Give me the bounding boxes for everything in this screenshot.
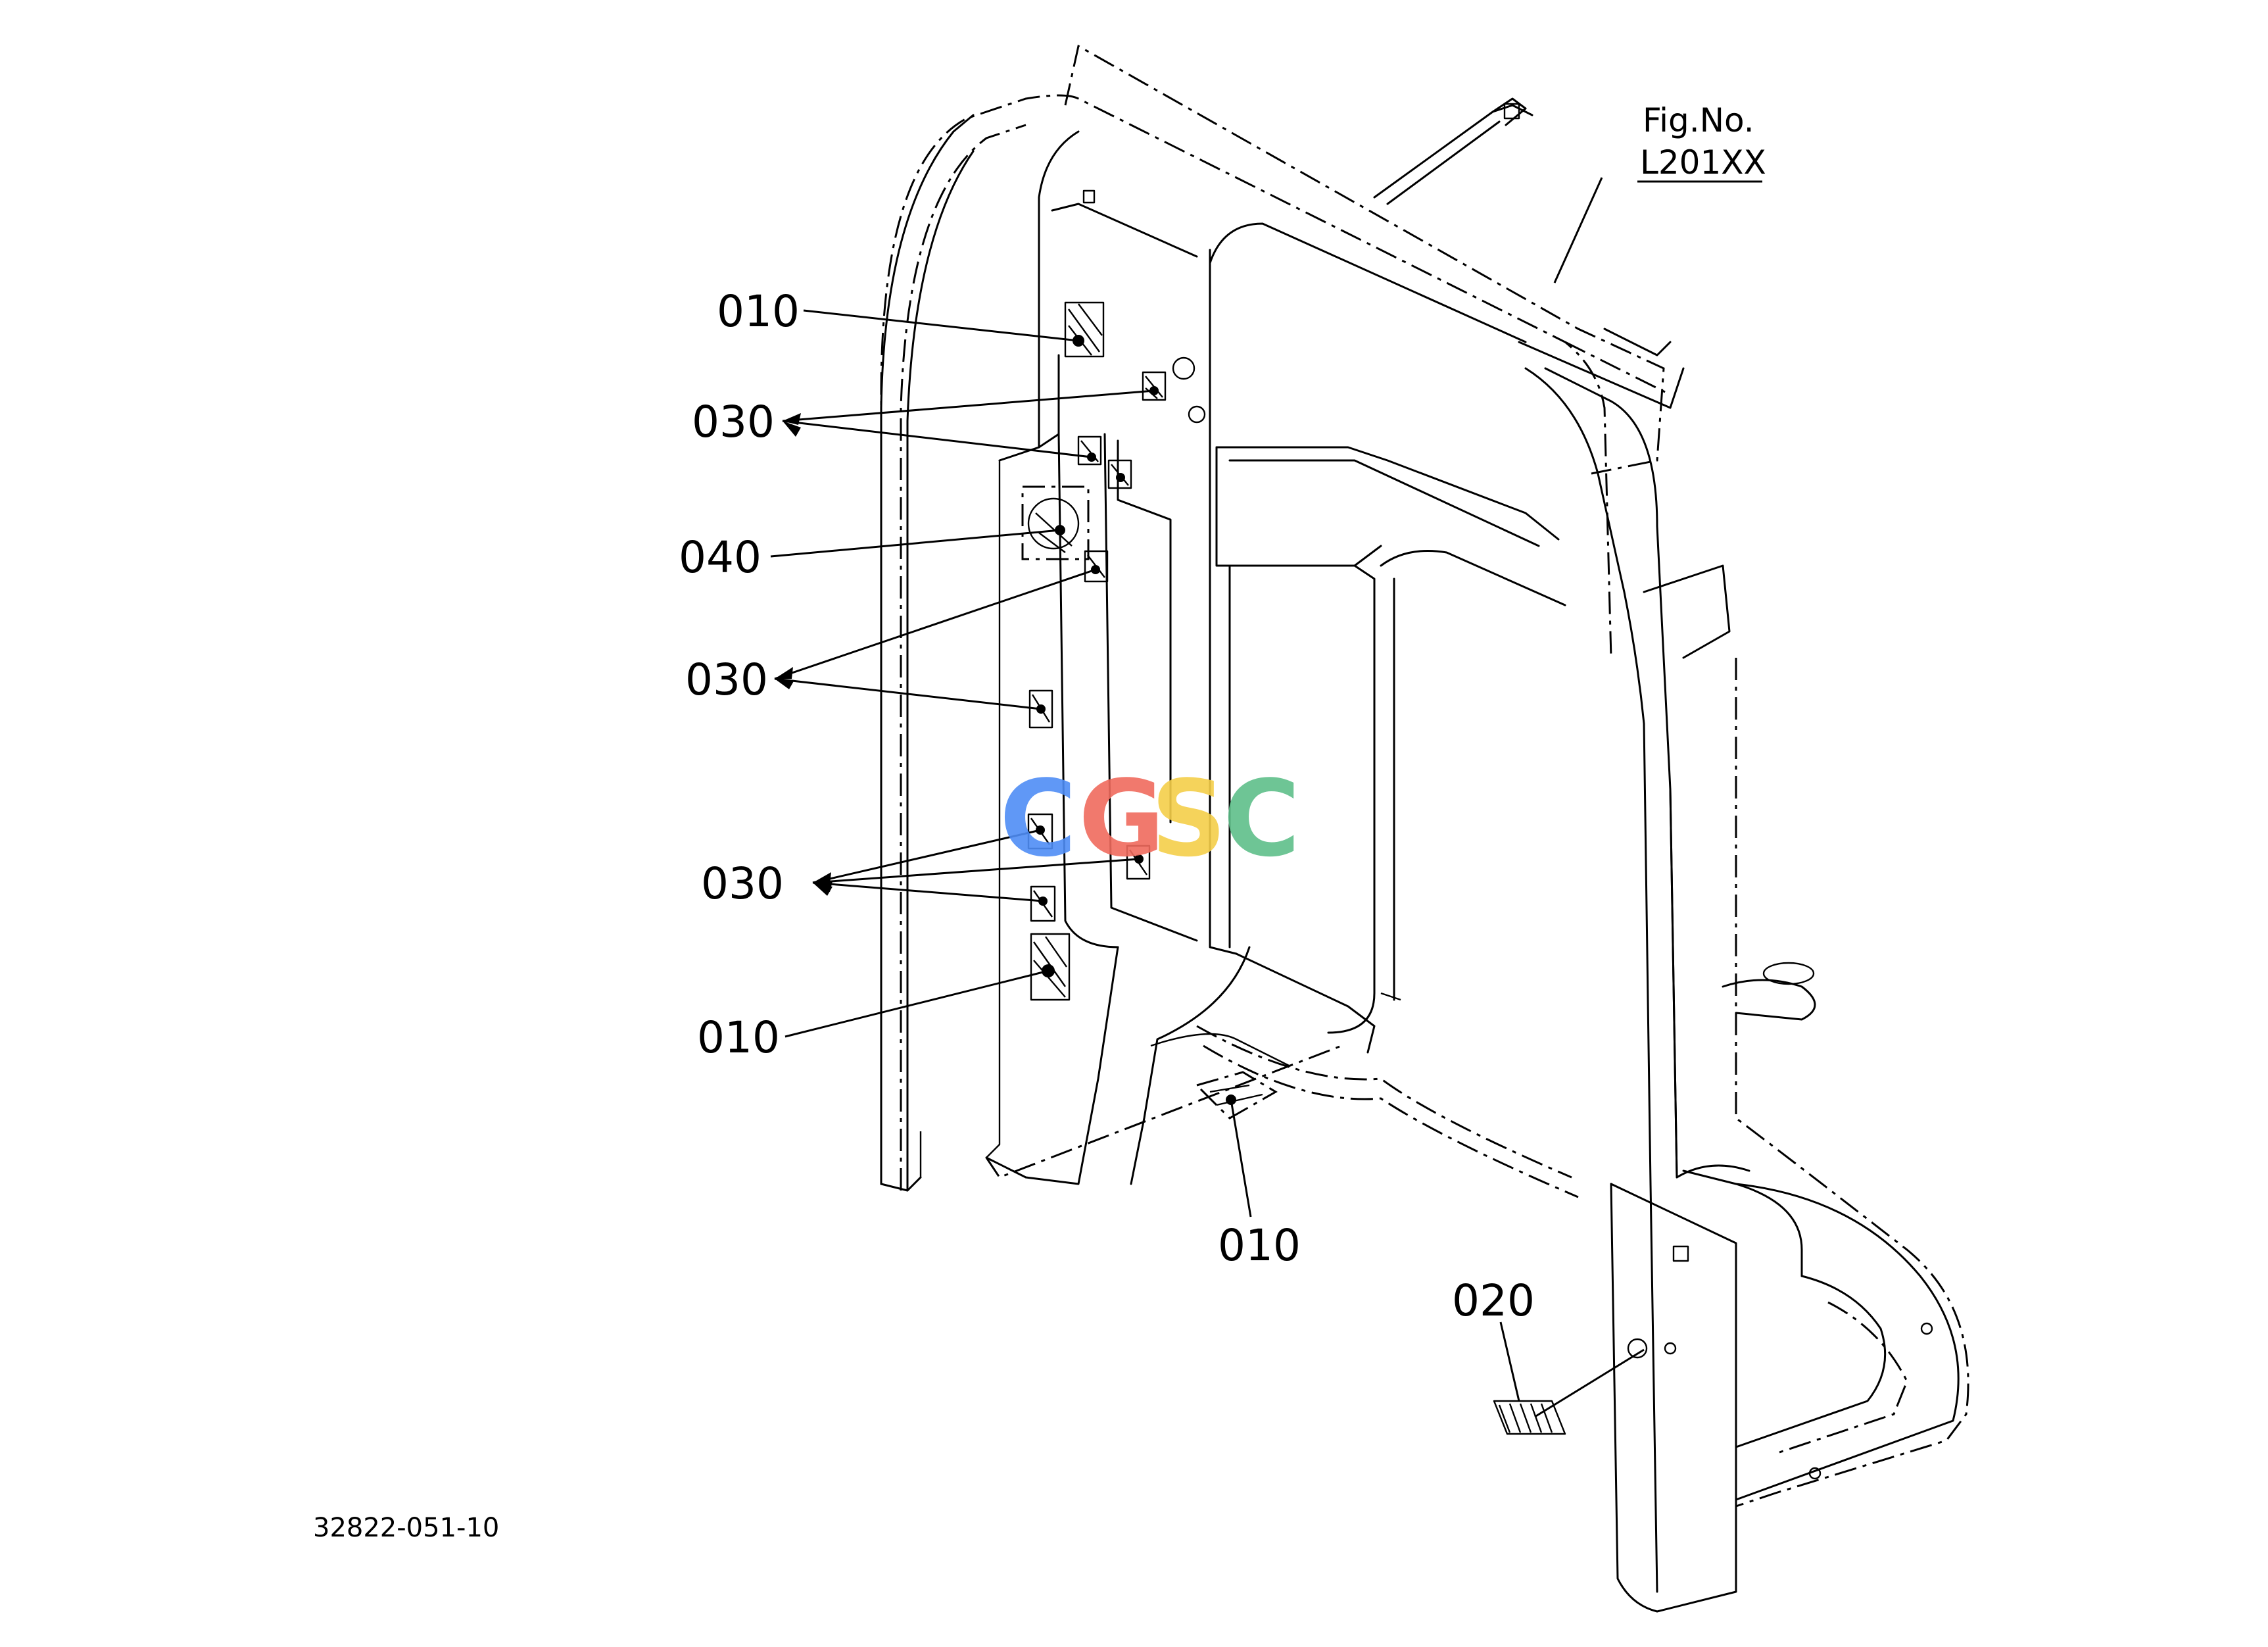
label-patch-010-top xyxy=(1064,301,1105,358)
label-patch-010-mid xyxy=(1030,933,1071,1001)
top-frame-rail xyxy=(1373,97,1816,1021)
bolt-head xyxy=(1672,1245,1689,1262)
label-patch-020 xyxy=(1493,1400,1566,1435)
watermark-letter: S xyxy=(1151,757,1226,880)
callout-labels: 010 030 040 030 030 010 010 020 xyxy=(679,286,1535,1326)
rear-pillar xyxy=(880,114,1001,1192)
callout-010-mid: 010 xyxy=(697,1012,780,1063)
label-patch-030 xyxy=(1107,459,1132,489)
bolt-head xyxy=(1503,103,1520,120)
cabin-frame-outline xyxy=(880,44,1969,1508)
leader-arrowheads xyxy=(775,413,832,896)
mounting-hole xyxy=(1627,1338,1648,1359)
label-patch-010-bottom xyxy=(1195,1071,1278,1119)
document-id: 32822-051-10 xyxy=(313,1513,499,1543)
leader-lines xyxy=(770,177,1762,1418)
label-patch-030 xyxy=(1084,550,1109,583)
mounting-hole xyxy=(1188,405,1206,424)
label-patch-030 xyxy=(1142,371,1167,401)
knob xyxy=(1762,962,1815,985)
label-patch-030 xyxy=(1077,435,1102,466)
callout-040: 040 xyxy=(679,532,761,583)
mounting-hole xyxy=(1664,1342,1677,1355)
mounting-hole xyxy=(1808,1467,1822,1480)
callout-010-bottom: 010 xyxy=(1218,1220,1301,1271)
mounting-hole xyxy=(1920,1322,1933,1335)
callout-030-c: 030 xyxy=(701,858,784,909)
rear-panel xyxy=(998,130,1527,955)
callout-010-top: 010 xyxy=(717,286,800,337)
watermark-letter: G xyxy=(1078,757,1165,880)
inner-panel-frame xyxy=(985,446,1566,1185)
fig-no-value: L201XX xyxy=(1640,143,1766,182)
label-patch-030 xyxy=(1030,885,1056,922)
mounting-hole xyxy=(1172,356,1195,380)
label-patch-040 xyxy=(1021,485,1090,560)
callout-030-a: 030 xyxy=(692,397,775,447)
floor-plate xyxy=(1664,1183,1960,1501)
right-main-pillar xyxy=(1518,341,1803,1613)
callout-030-b: 030 xyxy=(685,654,768,705)
fig-no-label: Fig.No. xyxy=(1643,101,1754,139)
bolt-head xyxy=(1082,189,1096,204)
watermark: C G S C xyxy=(1000,757,1300,880)
watermark-letter: C xyxy=(1000,757,1076,880)
watermark-letter: C xyxy=(1223,757,1300,880)
callout-020: 020 xyxy=(1452,1275,1535,1326)
